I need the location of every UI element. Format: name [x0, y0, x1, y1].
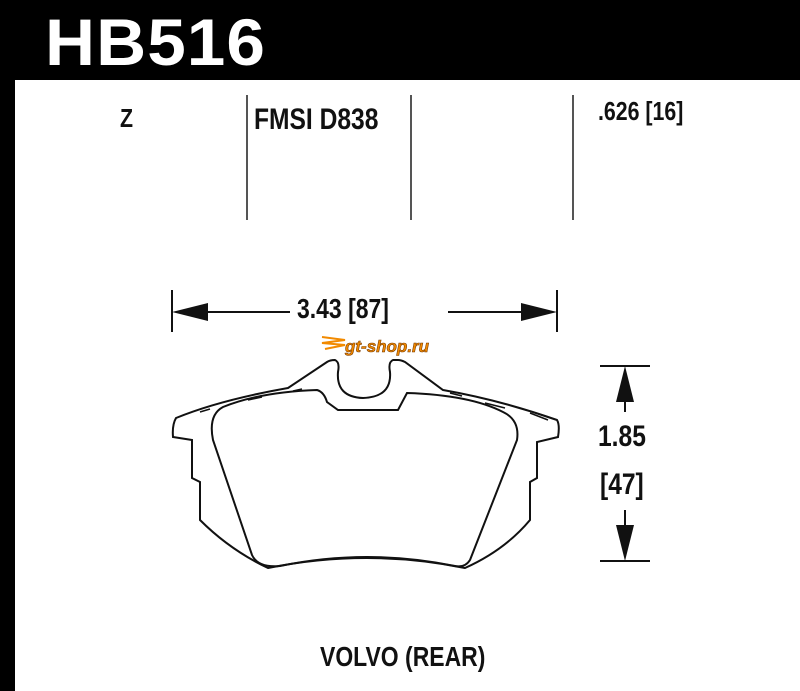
height-dimension-mm: [47]	[600, 468, 644, 501]
arrowhead-up-icon	[616, 366, 634, 402]
svg-text:gt-shop.ru: gt-shop.ru	[344, 337, 430, 356]
width-dimension: 3.43 [87]	[297, 293, 389, 324]
backing-plate-outline	[171, 358, 560, 570]
height-dimension-in: 1.85	[598, 420, 646, 453]
compound-code: Z	[120, 103, 134, 133]
column-divider	[246, 95, 248, 220]
header-bar	[0, 0, 800, 80]
vehicle-application: VOLVO (REAR)	[320, 641, 486, 672]
left-border	[0, 0, 15, 691]
arrowhead-right-icon	[521, 303, 557, 321]
thickness-value: .626 [16]	[598, 96, 684, 126]
arrowhead-down-icon	[616, 525, 634, 561]
watermark-logo: gt-shop.ru	[321, 336, 430, 356]
fmsi-number: FMSI D838	[254, 103, 379, 136]
friction-material-outline	[210, 388, 519, 568]
column-divider	[572, 95, 574, 220]
shim-dashes	[199, 388, 549, 421]
arrowhead-left-icon	[172, 303, 208, 321]
part-number: HB516	[45, 5, 266, 79]
column-divider	[410, 95, 412, 220]
